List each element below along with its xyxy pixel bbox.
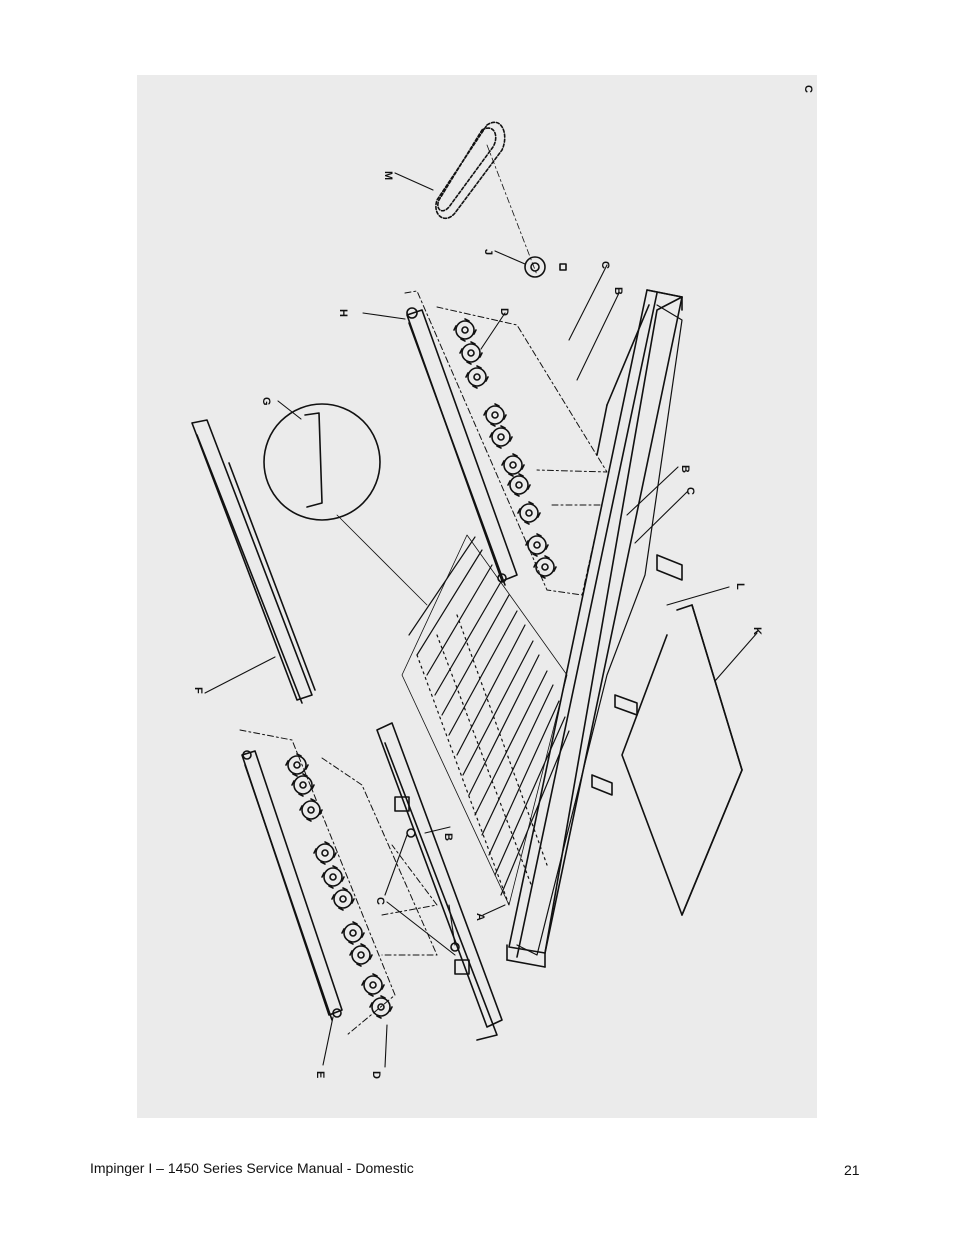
- footer-page-number: 21: [844, 1162, 860, 1178]
- callout-leaders: [204, 172, 758, 1068]
- conveyor-frame: [506, 289, 683, 968]
- callout-h: H: [337, 309, 349, 317]
- drive-sprocket: [524, 256, 567, 278]
- callout-m: M: [382, 171, 394, 180]
- callout-labels: M J H D C B G B C L K F B C A E D C: [192, 85, 814, 1079]
- callout-c-mid: C: [684, 487, 696, 495]
- callout-c-bottom: C: [374, 897, 386, 905]
- callout-g: G: [260, 397, 272, 406]
- callout-d-left: D: [370, 1071, 382, 1079]
- callout-c-extra: C: [802, 85, 814, 93]
- access-panel: [621, 604, 743, 916]
- callout-b-mid: B: [679, 465, 691, 473]
- callout-f: F: [192, 687, 204, 694]
- left-frame-rail: [376, 722, 503, 1041]
- callout-k: K: [751, 627, 763, 635]
- callout-b-top: B: [612, 287, 624, 295]
- callout-a: A: [474, 913, 486, 921]
- callout-e: E: [314, 1071, 326, 1078]
- detail-circle: [263, 403, 428, 606]
- callout-l: L: [734, 583, 746, 590]
- footer-document-title: Impinger I – 1450 Series Service Manual …: [90, 1160, 414, 1176]
- drive-chain: [435, 121, 538, 276]
- conveyor-belt: [401, 534, 570, 906]
- left-sprockets: [285, 753, 393, 1019]
- callout-d-right: D: [498, 308, 510, 316]
- exploded-view-figure: M J H D C B G B C L K F B C A E D C: [137, 75, 817, 1118]
- crumb-tray-bar: [191, 419, 316, 704]
- callout-b-bottom: B: [442, 833, 454, 841]
- right-drive-plate: [404, 290, 608, 596]
- right-sprockets: [453, 318, 557, 579]
- callout-j: J: [482, 249, 494, 255]
- left-drive-plate: [239, 729, 438, 1036]
- callout-c-top: C: [599, 261, 611, 269]
